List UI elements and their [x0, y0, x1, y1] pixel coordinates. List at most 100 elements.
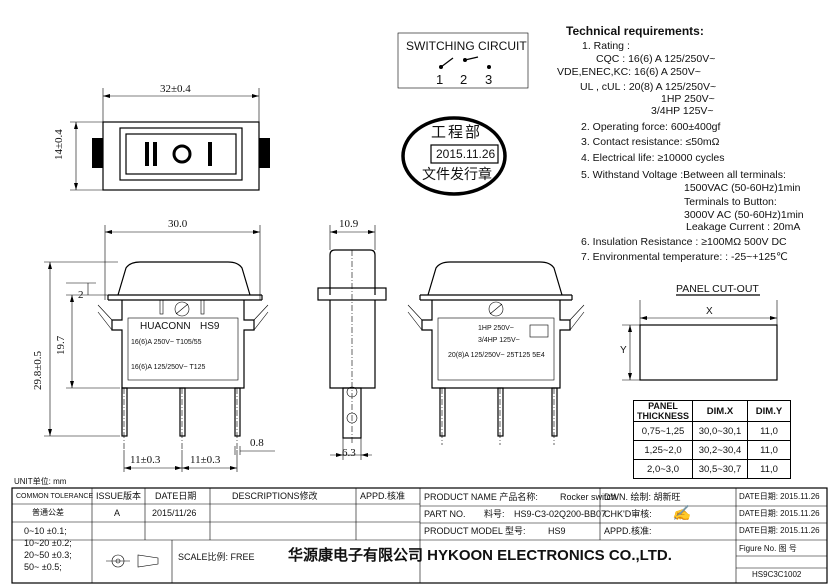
front-total-height-dim: 29.8±0.5	[32, 350, 44, 390]
common-tolerance-cn: 普通公差	[32, 508, 64, 517]
date-value: 2015/11/26	[152, 508, 197, 518]
back-label-line1: 1HP 250V~	[478, 325, 514, 332]
req-withstand-voltage: 5. Withstand Voltage :Between all termin…	[581, 169, 786, 181]
terminal-1-label: 1	[436, 72, 444, 87]
top-height-dim: 14±0.4	[53, 129, 65, 160]
front-height-a-dim: 2	[78, 289, 84, 301]
switching-circuit	[397, 32, 529, 89]
appd-label: APPD.核准:	[604, 526, 652, 536]
date-right-3: DATE日期: 2015.11.26	[739, 526, 820, 535]
top-width-dim: 32±0.4	[160, 83, 191, 95]
figure-number: HS9C3C1002	[752, 570, 802, 579]
table-row: 0,75~1,25 30,0~30,1 11,0	[633, 421, 791, 441]
req-withstand-1: 1500VAC (50-60Hz)1min	[684, 182, 801, 194]
tolerance-1: 0~10 ±0.1;	[24, 526, 67, 536]
table-cell: 11,0	[747, 421, 791, 441]
stamp	[401, 116, 507, 196]
req-rating-head: 1. Rating :	[582, 40, 630, 52]
back-label-line3: 20(8)A 125/250V~ 25T125 5E4	[448, 352, 545, 359]
front-label-line1: 16(6)A 250V~ T105/55	[131, 339, 202, 346]
dwn-label: DWN. 绘制: 胡新旺	[604, 492, 681, 502]
req-ul: UL , cUL : 20(8) A 125/250V~	[580, 81, 717, 93]
date-right-1: DATE日期: 2015.11.26	[739, 492, 820, 501]
req-vde: VDE,ENEC,KC: 16(6) A 250V~	[557, 66, 701, 78]
table-cell: 30,2~30,4	[692, 440, 748, 460]
scale-label: SCALE比例: FREE	[178, 552, 255, 562]
req-temperature: 7. Environmental temperature: : -25~+125…	[581, 251, 788, 263]
product-model-value: HS9	[548, 526, 566, 536]
table-row: 2,0~3,0 30,5~30,7 11,0	[633, 459, 791, 479]
panel-y-label: Y	[620, 345, 627, 356]
side-width-dim: 10.9	[339, 218, 359, 230]
tolerance-4: 50~ ±0.5;	[24, 562, 62, 572]
table-cell: 30,5~30,7	[692, 459, 748, 479]
table-cell: 1,25~2,0	[633, 440, 693, 460]
panel-x-label: X	[706, 306, 713, 317]
req-contact-resistance: 3. Contact resistance: ≤50mΩ	[581, 136, 720, 148]
pin-thickness-dim: 0.8	[250, 437, 264, 449]
common-tolerance-label: COMMON TOLERANCE	[16, 493, 94, 500]
table-cell: 2,0~3,0	[633, 459, 693, 479]
pin-pitch-b-dim: 11±0.3	[190, 454, 221, 466]
part-no-header: PART NO.	[424, 509, 466, 519]
figure-label: Figure No. 图 号	[739, 544, 797, 553]
terminal-2-label: 2	[460, 72, 468, 87]
req-operating-force: 2. Operating force: 600±400gf	[581, 121, 721, 133]
table-cell: 0,75~1,25	[633, 421, 693, 441]
panel-cutout-title: PANEL CUT-OUT	[676, 283, 759, 295]
title-block-grid	[11, 487, 828, 584]
issue-value: A	[114, 508, 121, 518]
requirements-title: Technical requirements:	[566, 24, 704, 38]
table-row: 1,25~2,0 30,2~30,4 11,0	[633, 440, 791, 460]
front-label-model: HS9	[200, 321, 220, 332]
req-withstand-3: 3000V AC (50-60Hz)1min	[684, 209, 804, 221]
tolerance-3: 20~50 ±0.3;	[24, 550, 72, 560]
signature: ✍	[672, 504, 691, 522]
issue-header: ISSUE版本	[96, 491, 142, 501]
table-cell: 11,0	[747, 440, 791, 460]
date-header: DATE日期	[155, 491, 197, 501]
req-hp1: 1HP 250V~	[661, 93, 715, 105]
req-withstand-2: Terminals to Button:	[684, 196, 777, 208]
date-right-2: DATE日期: 2015.11.26	[739, 509, 820, 518]
company-name: 华源康电子有限公司 HYKOON ELECTRONICS CO.,LTD.	[288, 547, 672, 564]
th-dim-y: DIM.Y	[747, 400, 791, 422]
front-width-dim: 30.0	[168, 218, 188, 230]
req-electrical-life: 4. Electrical life: ≥10000 cycles	[581, 152, 725, 164]
panel-cutout-table: PANEL THICKNESS DIM.X DIM.Y 0,75~1,25 30…	[633, 400, 791, 479]
part-no-value: HS9-C3-02Q200-BB07	[514, 509, 607, 519]
front-label-line2: 16(6)A 125/250V~ T125	[131, 364, 206, 371]
side-view	[317, 225, 387, 460]
front-view	[44, 225, 275, 472]
stamp-top-text: 工程部	[431, 123, 483, 141]
stamp-date: 2015.11.26	[436, 147, 496, 161]
chkd-label: CHK'D审核:	[604, 509, 652, 519]
terminal-3-label: 3	[485, 72, 493, 87]
unit-label: UNIT单位: mm	[14, 477, 67, 486]
th-panel-thickness: PANEL THICKNESS	[633, 400, 693, 422]
tolerance-2: 10~20 ±0.2;	[24, 538, 72, 548]
req-hp2: 3/4HP 125V~	[651, 105, 714, 117]
pin-pitch-a-dim: 11±0.3	[130, 454, 161, 466]
req-leakage: Leakage Current : 20mA	[686, 221, 801, 233]
front-label-brand: HUACONN	[140, 321, 191, 332]
front-height-b-dim: 19.7	[55, 335, 67, 355]
th-dim-x: DIM.X	[692, 400, 748, 422]
descriptions-header: DESCRIPTIONS修改	[232, 491, 318, 501]
panel-cutout-drawing	[622, 294, 778, 381]
switching-circuit-title: SWITCHING CIRCUIT	[406, 39, 527, 53]
part-no-cn: 料号:	[484, 509, 505, 519]
product-name-header: PRODUCT NAME 产品名称:	[424, 492, 538, 502]
product-model-header: PRODUCT MODEL 型号:	[424, 526, 526, 536]
stamp-bottom-text: 文件发行章	[422, 167, 492, 183]
side-pin-dim: 6.3	[342, 447, 356, 459]
back-label-line2: 3/4HP 125V~	[478, 337, 520, 344]
table-cell: 30,0~30,1	[692, 421, 748, 441]
top-view	[70, 88, 270, 191]
req-cqc: CQC : 16(6) A 125/250V~	[596, 53, 716, 65]
table-cell: 11,0	[747, 459, 791, 479]
req-insulation: 6. Insulation Resistance : ≥100MΩ 500V D…	[581, 236, 787, 248]
appd-header: APPD.核准	[360, 491, 406, 501]
